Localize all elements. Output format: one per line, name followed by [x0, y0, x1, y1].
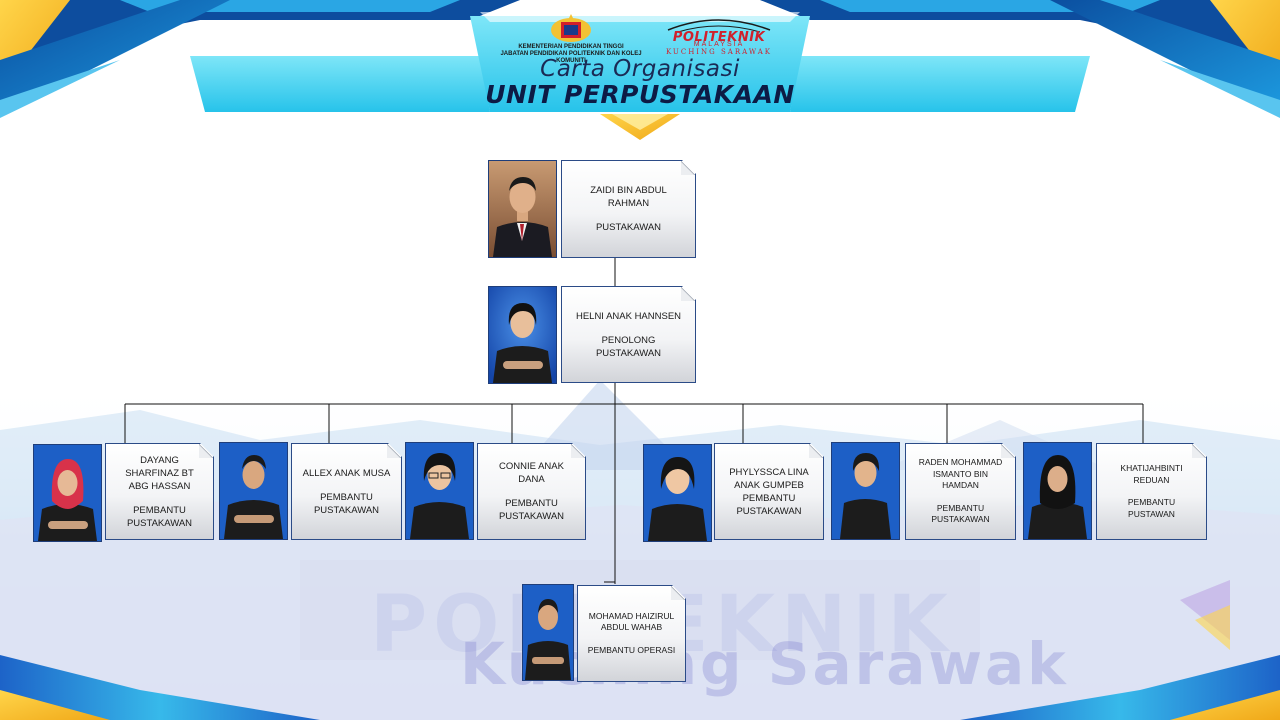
org-connectors: [124, 258, 1144, 584]
staff-6-name: KHATIJAHBINTI REDUAN: [1120, 463, 1183, 485]
photo-staff-6: [1023, 442, 1092, 540]
staff-1-name: DAYANG SHARFINAZ BT ABG HASSAN: [125, 454, 194, 492]
chart-subtitle: UNIT PERPUSTAKAAN: [485, 80, 795, 109]
card-assistant: HELNI ANAK HANNSEN PENOLONG PUSTAKAWAN: [561, 286, 696, 383]
card-staff-5: RADEN MOHAMMAD ISMANTO BIN HAMDAN PEMBAN…: [905, 443, 1016, 540]
head-title: PUSTAKAWAN: [595, 222, 662, 233]
photo-staff-4: [643, 444, 712, 542]
photo-operations: [522, 584, 574, 681]
card-operations: MOHAMAD HAIZIRUL ABDUL WAHAB PEMBANTU OP…: [577, 585, 686, 682]
photo-staff-2: [219, 442, 288, 540]
photo-assistant: [488, 286, 557, 384]
card-head: ZAIDI BIN ABDUL RAHMAN PUSTAKAWAN: [561, 160, 696, 258]
card-staff-4: PHYLYSSCA LINA ANAK GUMPEB PEMBANTU PUST…: [714, 443, 824, 540]
politeknik-brand: POLITEKNIK: [672, 30, 766, 45]
card-staff-3: CONNIE ANAK DANA PEMBANTU PUSTAKAWAN: [477, 443, 586, 540]
person-photo-icon: [523, 585, 573, 680]
ministry-label: KEMENTERIAN PENDIDIKAN TINGGI JABATAN PE…: [496, 44, 646, 65]
staff-5-name: RADEN MOHAMMAD ISMANTO BIN HAMDAN: [918, 457, 1003, 491]
assistant-name: HELNI ANAK HANNSEN: [575, 310, 682, 322]
politeknik-country: MALAYSIA: [693, 41, 745, 48]
person-photo-icon: [832, 443, 899, 539]
operations-title: PEMBANTU OPERASI: [587, 644, 676, 655]
staff-3-title: PEMBANTU PUSTAKAWAN: [498, 498, 565, 522]
card-staff-6: KHATIJAHBINTI REDUAN PEMBANTU PUSTAWAN: [1096, 443, 1207, 540]
staff-2-title: PEMBANTU PUSTAKAWAN: [313, 491, 380, 516]
department-name: JABATAN PENDIDIKAN POLITEKNIK DAN KOLEJ …: [500, 51, 642, 64]
person-photo-icon: [1024, 443, 1091, 539]
head-name: ZAIDI BIN ABDUL RAHMAN: [590, 185, 667, 209]
staff-4-title: PEMBANTU PUSTAKAWAN: [736, 492, 802, 517]
person-photo-icon: [406, 443, 473, 539]
staff-6-title: PEMBANTU PUSTAWAN: [1127, 497, 1176, 519]
operations-name: MOHAMAD HAIZIRUL ABDUL WAHAB: [588, 610, 675, 633]
photo-staff-5: [831, 442, 900, 540]
chart-title: Carta Organisasi: [540, 56, 740, 82]
staff-3-name: CONNIE ANAK DANA: [499, 461, 564, 485]
politeknik-logo: [667, 19, 771, 33]
photo-head: [488, 160, 557, 258]
person-photo-icon: [220, 443, 287, 539]
ministry-name: KEMENTERIAN PENDIDIKAN TINGGI: [518, 44, 624, 50]
card-staff-2: ALLEX ANAK MUSA PEMBANTU PUSTAKAWAN: [291, 443, 402, 540]
assistant-title: PENOLONG PUSTAKAWAN: [595, 334, 662, 359]
politeknik-campus: KUCHING SARAWAK: [665, 48, 773, 56]
staff-5-title: PEMBANTU PUSTAKAWAN: [931, 502, 990, 525]
person-photo-icon: [489, 161, 556, 257]
staff-1-title: PEMBANTU PUSTAKAWAN: [126, 504, 193, 529]
card-staff-1: DAYANG SHARFINAZ BT ABG HASSAN PEMBANTU …: [105, 443, 214, 540]
photo-staff-3: [405, 442, 474, 540]
person-photo-icon: [34, 445, 101, 541]
staff-2-name: ALLEX ANAK MUSA: [302, 467, 391, 479]
staff-4-name: PHYLYSSCA LINA ANAK GUMPEB: [729, 466, 809, 491]
ministry-crest-logo: [551, 14, 591, 42]
person-photo-icon: [489, 287, 556, 383]
person-photo-icon: [644, 445, 711, 541]
photo-staff-1: [33, 444, 102, 542]
